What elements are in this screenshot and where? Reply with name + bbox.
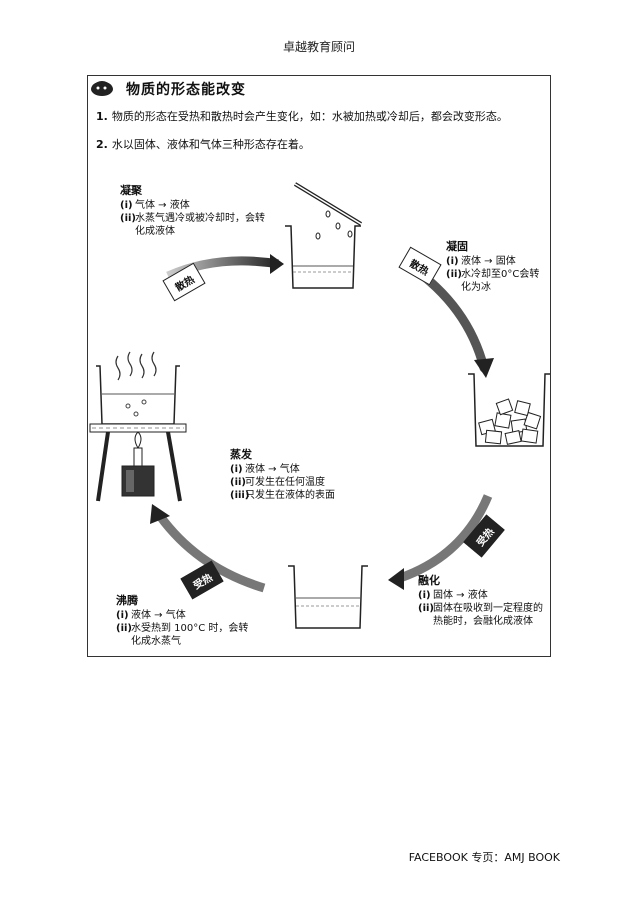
page-header: 卓越教育顾问 (282, 40, 355, 54)
ice-beaker (468, 373, 550, 447)
intro-point-1-text: 物质的形态在受热和散热时会产生变化，如：水被加热或冷却后，都会改变形态。 (111, 110, 508, 123)
figure-icon-spacer (96, 79, 120, 99)
freezing-item-1-text: 液体 → 固体 (461, 256, 516, 267)
cycle-arrows (150, 254, 494, 593)
figure-icon (91, 81, 113, 96)
condensation-beaker (285, 182, 363, 289)
freezing-item-2: (ii)水冷却至0°C会转化为冰 (446, 268, 546, 294)
condensation-item-2-text: 水蒸气遇冷或被冷却时，会转化成液体 (135, 213, 265, 237)
condensation-title: 凝聚 (120, 184, 142, 197)
condensation-note: 凝聚 (i)气体 → 液体 (ii)水蒸气遇冷或被冷却时，会转化成液体 (120, 184, 270, 238)
melting-item-2-text: 固体在吸收到一定程度的热能时，会融化成液体 (433, 603, 543, 627)
evaporation-note: 蒸发 (i)液体 → 气体 (ii)可发生在任何温度 (iii)只发生在液体的表… (230, 448, 380, 502)
condensation-item-2-num: (ii) (120, 213, 136, 224)
evaporation-item-1-num: (i) (230, 464, 243, 475)
evaporation-item-3-num: (iii) (230, 490, 250, 501)
evaporation-item-1-text: 液体 → 气体 (245, 464, 300, 475)
boiling-item-2: (ii)水受热到 100°C 时，会转化成水蒸气 (116, 622, 256, 648)
evaporation-item-1: (i)液体 → 气体 (230, 463, 380, 476)
freezing-item-2-text: 水冷却至0°C会转化为冰 (461, 269, 540, 293)
condensation-item-1: (i)气体 → 液体 (120, 199, 270, 212)
intro-point-1-num: 1. (96, 110, 108, 123)
figure-title: 物质的形态能改变 (126, 82, 246, 98)
intro-point-2: 2.水以固体、液体和气体三种形态存在着。 (96, 136, 310, 152)
boiling-item-2-text: 水受热到 100°C 时，会转化成水蒸气 (131, 623, 249, 647)
evaporation-item-3-text: 只发生在液体的表面 (245, 490, 335, 501)
phase-diagram-illustration (89, 81, 550, 629)
evaporation-item-3: (iii)只发生在液体的表面 (230, 489, 380, 502)
freezing-title: 凝固 (446, 240, 468, 253)
water-beaker (288, 565, 368, 629)
phase-change-figure: 物质的形态能改变 1.物质的形态在受热和散热时会产生变化，如：水被加热或冷却后，… (87, 75, 551, 657)
freezing-item-1-num: (i) (446, 256, 459, 267)
intro-point-2-text: 水以固体、液体和气体三种形态存在着。 (111, 138, 310, 151)
freezing-note: 凝固 (i)液体 → 固体 (ii)水冷却至0°C会转化为冰 (446, 240, 546, 294)
condensation-item-2: (ii)水蒸气遇冷或被冷却时，会转化成液体 (120, 212, 270, 238)
melting-note: 融化 (i)固体 → 液体 (ii)固体在吸收到一定程度的热能时，会融化成液体 (418, 574, 548, 628)
freezing-item-1: (i)液体 → 固体 (446, 255, 546, 268)
condensation-item-1-num: (i) (120, 200, 133, 211)
melting-item-2: (ii)固体在吸收到一定程度的热能时，会融化成液体 (418, 602, 548, 628)
melting-item-1-text: 固体 → 液体 (433, 590, 488, 601)
freezing-item-2-num: (ii) (446, 269, 462, 280)
intro-point-1: 1.物质的形态在受热和散热时会产生变化，如：水被加热或冷却后，都会改变形态。 (96, 108, 508, 124)
evaporation-item-2-text: 可发生在任何温度 (245, 477, 325, 488)
evaporation-item-2: (ii)可发生在任何温度 (230, 476, 380, 489)
melting-item-1: (i)固体 → 液体 (418, 589, 548, 602)
page-footer: FACEBOOK 专页：AMJ BOOK (408, 851, 560, 864)
melting-item-2-num: (ii) (418, 603, 434, 614)
melting-title: 融化 (418, 574, 440, 587)
intro-point-2-num: 2. (96, 138, 108, 151)
evaporation-title: 蒸发 (230, 448, 252, 461)
boiling-apparatus (89, 351, 187, 502)
condensation-item-1-text: 气体 → 液体 (135, 200, 190, 211)
boiling-item-1-text: 液体 → 气体 (131, 610, 186, 621)
boiling-title: 沸腾 (116, 594, 138, 607)
boiling-item-1: (i)液体 → 气体 (116, 609, 256, 622)
evaporation-item-2-num: (ii) (230, 477, 246, 488)
boiling-note: 沸腾 (i)液体 → 气体 (ii)水受热到 100°C 时，会转化成水蒸气 (116, 594, 256, 648)
boiling-item-1-num: (i) (116, 610, 129, 621)
boiling-item-2-num: (ii) (116, 623, 132, 634)
melting-item-1-num: (i) (418, 590, 431, 601)
figure-title-row: 物质的形态能改变 (96, 79, 246, 99)
